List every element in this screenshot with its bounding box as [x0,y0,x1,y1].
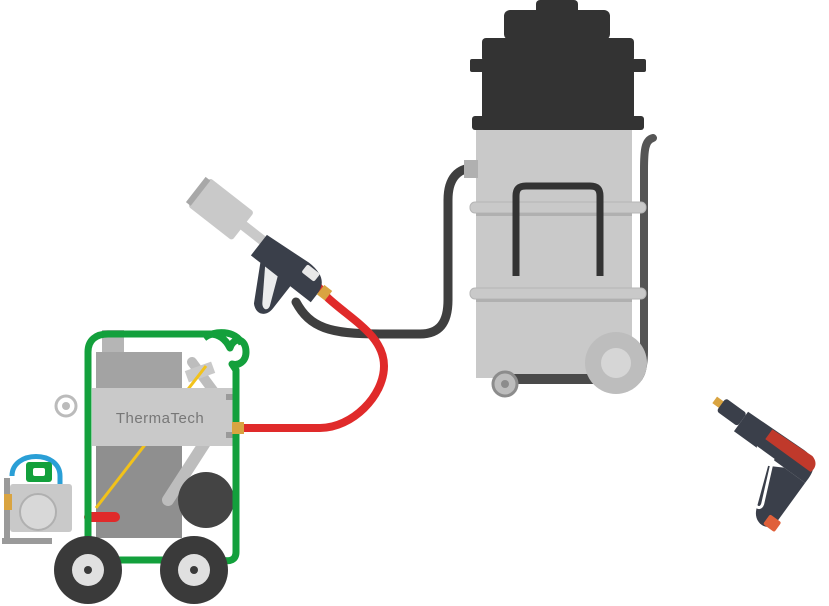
water-inlet-loop [9,454,63,530]
spray-gun-icon [712,396,816,532]
spray-gun-lance-icon [185,176,333,314]
vacuum-tank-ring-upper [469,201,647,214]
pressure-washer-icon: ThermaTech [2,329,250,604]
vacuum-handle-bracket [512,182,604,276]
high-pressure-hose [236,280,389,432]
hose-reel-ring [54,394,78,418]
vacuum-small-wheel-hub [501,380,509,388]
lance-gun-cap [302,264,320,282]
red-grip [84,512,120,522]
vacuum-motor-housing [482,72,634,120]
vacuum-band-shadow [476,213,632,216]
vacuum-head [482,38,634,62]
brand-label: ThermaTech [116,410,204,427]
lance-gun-trigger [262,266,278,310]
brand-panel-bolt-bottom [226,432,234,438]
vacuum-inlet [464,160,478,178]
machine-wheel-left-axle [84,566,92,574]
vacuum-large-wheel-hub [601,348,631,378]
vacuum-head-rim [470,59,646,72]
machine-outlet [232,422,244,434]
frame-handle-loop [201,329,246,346]
spray-gun-head [733,411,814,483]
wet-dry-vacuum-icon [464,0,647,398]
boiler-body-light [96,352,182,392]
pump-disk [178,472,234,528]
lance-fitting [316,284,333,301]
hose-reel-hub [62,402,70,410]
lance-nozzle-ribs [185,176,211,206]
brand-panel [92,388,234,446]
motor-switch [33,468,45,476]
lance-nozzle-head [189,179,253,240]
vacuum-band-shadow-2 [476,299,632,302]
machine-wheel-right-axle [190,566,198,574]
spray-gun-red-grip [765,429,816,473]
motor-fan-grill [19,493,57,531]
spray-gun-nozzle [717,399,746,426]
brand-panel-bolt-top [226,394,234,400]
motor-base-plate [2,538,52,544]
vacuum-hose [291,163,479,339]
spray-gun-inlet [763,515,781,532]
vacuum-tank-ring-lower [469,287,647,300]
motor-terminal [4,494,12,510]
vacuum-lid-lower [472,116,644,130]
spray-gun-trigger [753,446,775,510]
vacuum-top-cap [504,10,610,40]
